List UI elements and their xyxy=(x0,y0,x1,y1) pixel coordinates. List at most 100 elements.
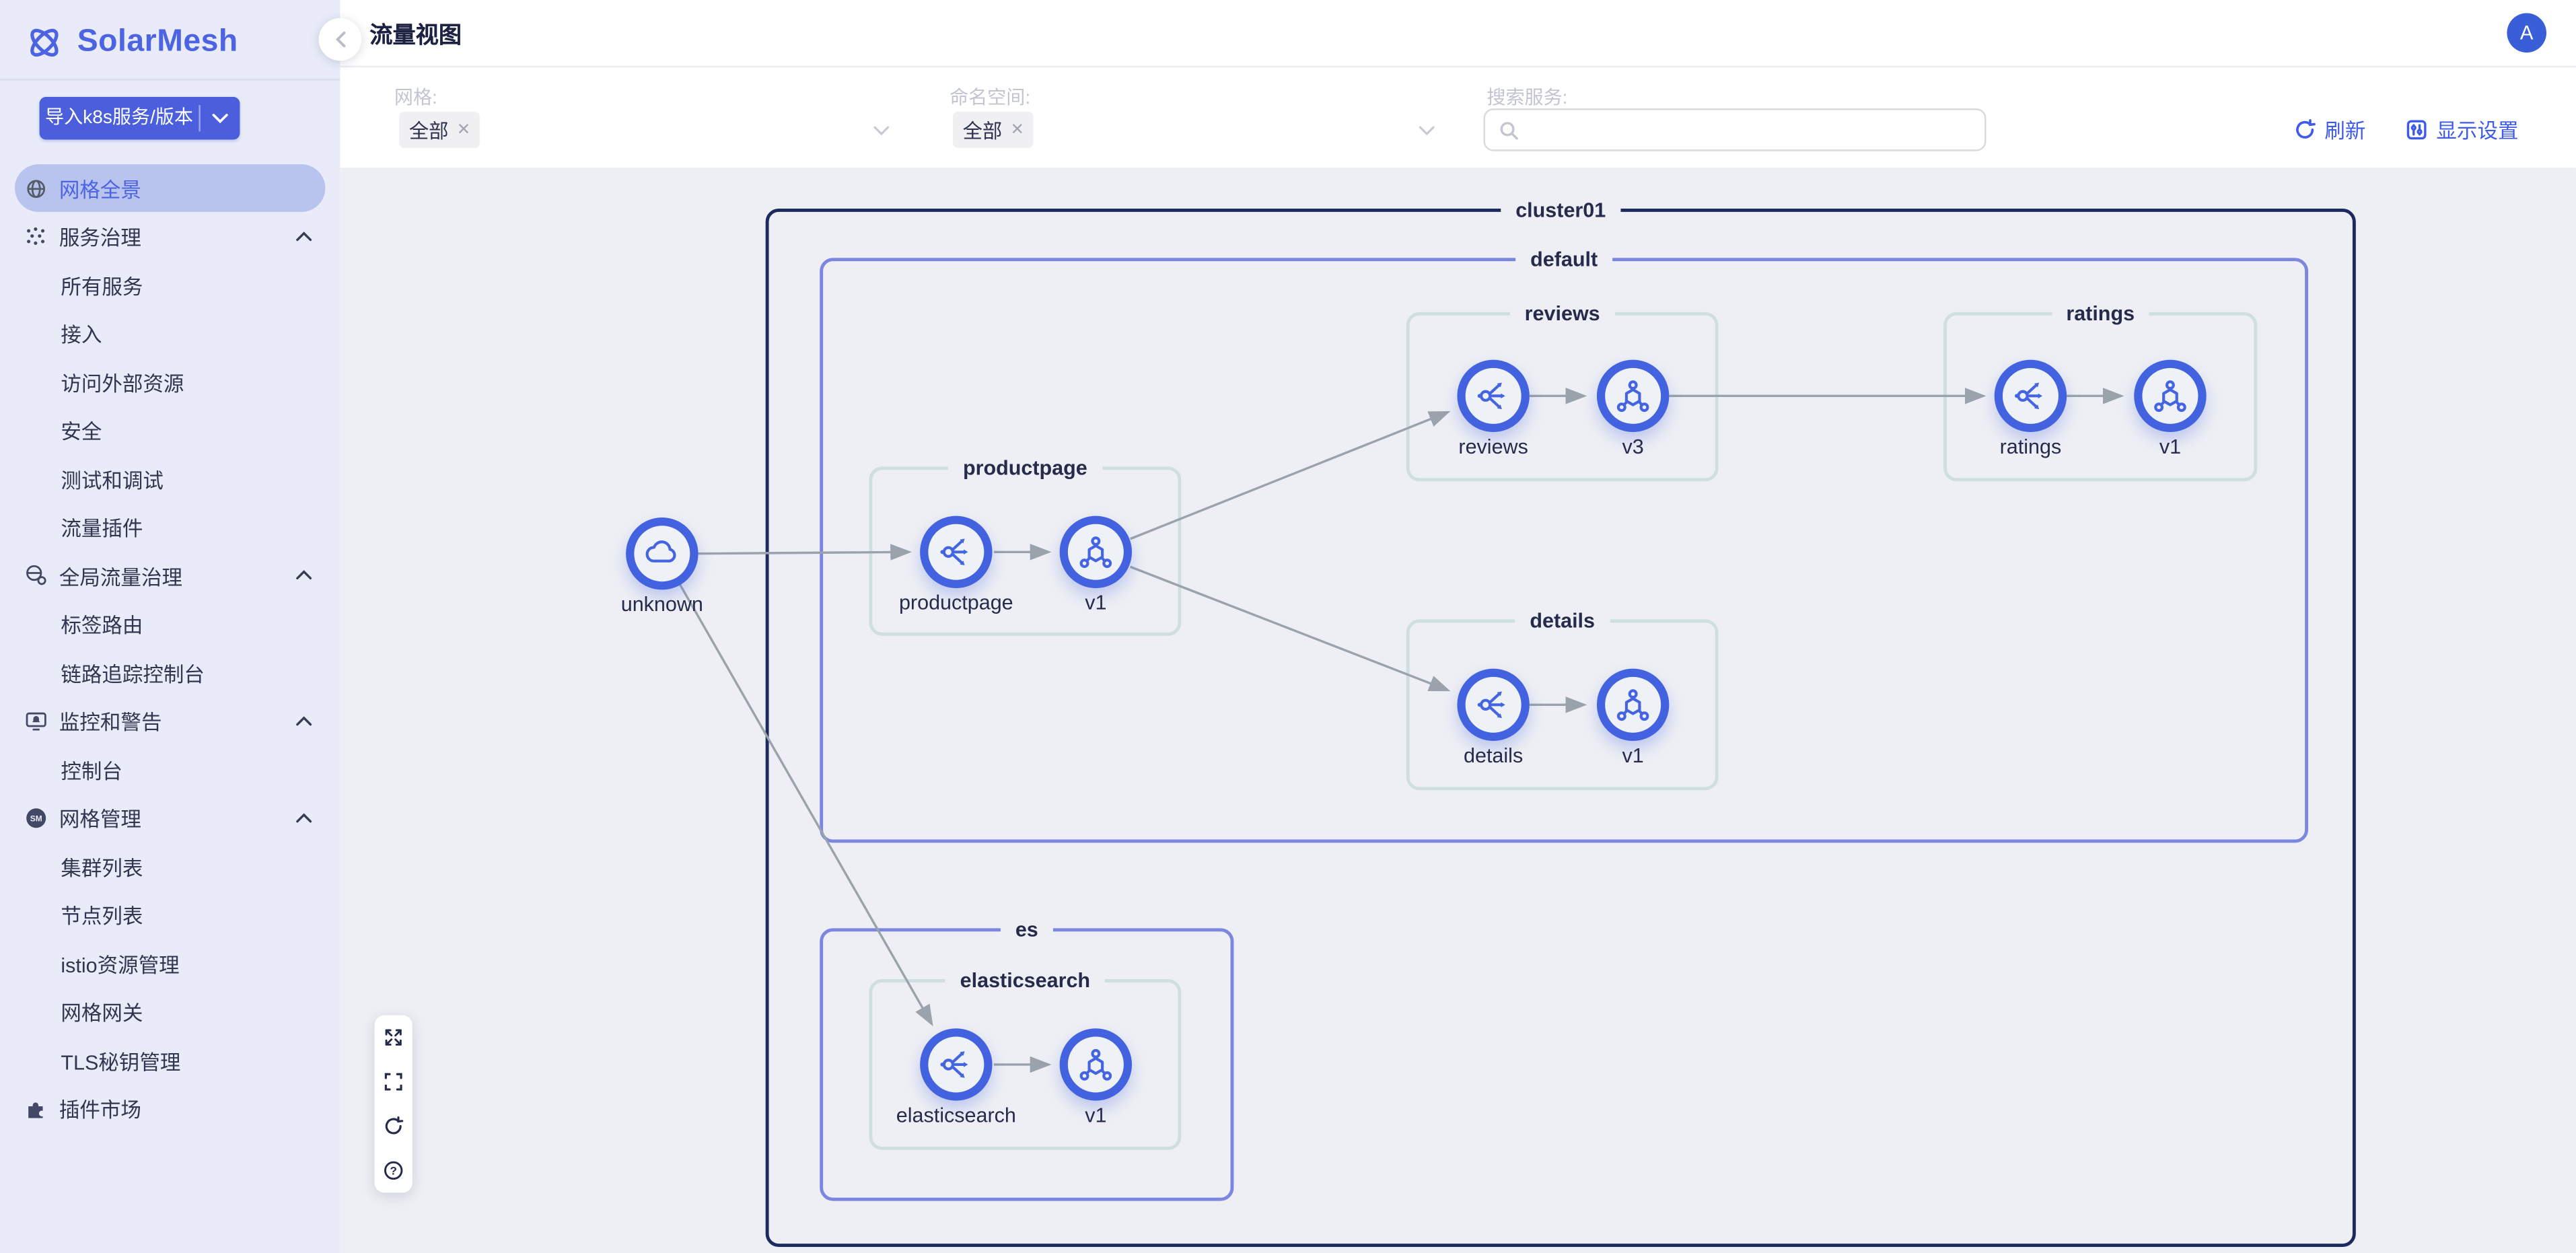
node-reviews-service[interactable] xyxy=(1457,360,1529,432)
namespace-filter-chip[interactable]: 全部 ✕ xyxy=(953,112,1034,148)
node-productpage-service[interactable] xyxy=(920,516,992,588)
sidebar-item-tls-secrets[interactable]: TLS秘钥管理 xyxy=(0,1036,340,1084)
traffic-split-icon xyxy=(938,534,974,570)
help-button[interactable]: ? xyxy=(383,1160,404,1182)
svg-text:?: ? xyxy=(390,1164,396,1177)
refresh-button[interactable]: 刷新 xyxy=(2293,113,2365,144)
mesh-manage-icon: SM xyxy=(25,806,48,829)
sidebar-item-traffic-plugin[interactable]: 流量插件 xyxy=(0,503,340,551)
sidebar: SolarMesh 导入k8s服务/版本 网格全景 xyxy=(0,0,340,1253)
topology-canvas[interactable]: cluster01 default es reviews ratings pro… xyxy=(340,168,2576,1253)
chip-close-icon[interactable]: ✕ xyxy=(1010,120,1024,139)
display-settings-button[interactable]: 显示设置 xyxy=(2405,113,2518,144)
filter-bar: 网格: 全部 ✕ 命名空间: 全部 ✕ 搜索服务: xyxy=(340,67,2576,168)
chevron-up-icon xyxy=(295,813,312,823)
app-name: SolarMesh xyxy=(77,24,238,60)
mesh-filter-chip[interactable]: 全部 ✕ xyxy=(399,112,480,148)
namespace-label: es xyxy=(1001,917,1053,945)
sidebar-group-label: 监控和警告 xyxy=(59,705,162,736)
page-title: 流量视图 xyxy=(369,18,462,51)
sidebar-item-security[interactable]: 安全 xyxy=(0,406,340,454)
import-k8s-button[interactable]: 导入k8s服务/版本 xyxy=(40,97,240,139)
sidebar-item-node-list[interactable]: 节点列表 xyxy=(0,890,340,939)
node-productpage-v1[interactable] xyxy=(1060,516,1132,588)
sidebar-group-monitor-alert[interactable]: 监控和警告 xyxy=(0,696,340,745)
globe-icon xyxy=(25,176,48,199)
sidebar-item-label: 插件市场 xyxy=(59,1093,141,1124)
chevron-down-icon xyxy=(212,113,228,123)
reload-icon xyxy=(383,1116,404,1137)
cluster-label: cluster01 xyxy=(1501,197,1620,225)
sidebar-group-label: 服务治理 xyxy=(59,221,141,252)
sidebar-item-access[interactable]: 接入 xyxy=(0,309,340,357)
workload-icon xyxy=(1077,534,1114,570)
traffic-split-icon xyxy=(1475,686,1511,723)
chevron-up-icon xyxy=(295,716,312,726)
sidebar-item-external-resources[interactable]: 访问外部资源 xyxy=(0,357,340,406)
group-label: reviews xyxy=(1510,301,1615,329)
mesh-select-caret-icon xyxy=(872,118,890,148)
mesh-filter-label: 网格: xyxy=(394,84,437,110)
node-details-v1[interactable] xyxy=(1597,669,1669,741)
search-service-input[interactable] xyxy=(1483,108,1986,151)
sidebar-item-istio-resources[interactable]: istio资源管理 xyxy=(0,939,340,987)
traffic-split-icon xyxy=(2013,378,2049,414)
app-logo: SolarMesh xyxy=(0,0,340,63)
node-unknown[interactable] xyxy=(626,517,698,589)
global-traffic-icon xyxy=(25,564,48,587)
user-avatar[interactable]: A xyxy=(2507,13,2546,53)
sidebar-item-mesh-overview[interactable]: 网格全景 xyxy=(15,164,325,212)
traffic-split-icon xyxy=(1475,378,1511,414)
node-elasticsearch-service[interactable] xyxy=(920,1028,992,1100)
node-label: v1 xyxy=(980,1104,1211,1127)
sidebar-item-console[interactable]: 控制台 xyxy=(0,745,340,793)
svg-text:SM: SM xyxy=(30,814,42,823)
node-elasticsearch-v1[interactable] xyxy=(1060,1028,1132,1100)
monitor-alert-icon xyxy=(25,709,48,732)
reload-layout-button[interactable] xyxy=(383,1116,404,1137)
sidebar-item-mesh-gateway[interactable]: 网格网关 xyxy=(0,987,340,1036)
sidebar-item-tracing-console[interactable]: 链路追踪控制台 xyxy=(0,648,340,696)
fit-view-button[interactable] xyxy=(383,1027,404,1048)
sidebar-group-global-traffic[interactable]: 全局流量治理 xyxy=(0,551,340,600)
display-settings-icon xyxy=(2405,118,2428,141)
import-dropdown-button[interactable] xyxy=(201,113,240,123)
group-label: ratings xyxy=(2051,301,2149,329)
sidebar-item-label: 网格全景 xyxy=(59,172,141,203)
sidebar-item-plugin-market[interactable]: 插件市场 xyxy=(0,1084,340,1133)
refresh-icon xyxy=(2293,118,2316,141)
sidebar-group-label: 全局流量治理 xyxy=(59,560,182,591)
search-icon xyxy=(1498,119,1519,141)
sidebar-item-cluster-list[interactable]: 集群列表 xyxy=(0,842,340,890)
node-label: v1 xyxy=(2055,435,2285,458)
help-icon: ? xyxy=(383,1160,404,1182)
sidebar-group-mesh-manage[interactable]: SM 网格管理 xyxy=(0,793,340,842)
workload-icon xyxy=(1077,1046,1114,1083)
fullscreen-icon xyxy=(383,1071,404,1093)
node-reviews-v3[interactable] xyxy=(1597,360,1669,432)
workload-icon xyxy=(1615,378,1651,414)
search-service-label: 搜索服务: xyxy=(1487,84,1567,110)
plugin-market-icon xyxy=(25,1097,48,1120)
node-label: v3 xyxy=(1518,435,1748,458)
node-ratings-service[interactable] xyxy=(1995,360,2067,432)
namespace-select-caret-icon xyxy=(1418,118,1436,148)
node-ratings-v1[interactable] xyxy=(2134,360,2206,432)
chip-close-icon[interactable]: ✕ xyxy=(457,120,470,139)
sidebar-collapse-button[interactable] xyxy=(319,18,361,61)
sidebar-item-all-services[interactable]: 所有服务 xyxy=(0,260,340,309)
sidebar-item-test-debug[interactable]: 测试和调试 xyxy=(0,454,340,503)
sidebar-item-label-routing[interactable]: 标签路由 xyxy=(0,600,340,648)
node-label: v1 xyxy=(980,592,1211,614)
workload-icon xyxy=(1615,686,1651,723)
node-details-service[interactable] xyxy=(1457,669,1529,741)
group-label: elasticsearch xyxy=(945,968,1105,996)
fullscreen-button[interactable] xyxy=(383,1071,404,1093)
sidebar-group-service-governance[interactable]: 服务治理 xyxy=(0,212,340,260)
workload-icon xyxy=(2152,378,2188,414)
import-k8s-label: 导入k8s服务/版本 xyxy=(40,97,199,139)
chevron-up-icon xyxy=(295,231,312,242)
group-label: details xyxy=(1515,608,1610,636)
node-label: v1 xyxy=(1518,744,1748,767)
